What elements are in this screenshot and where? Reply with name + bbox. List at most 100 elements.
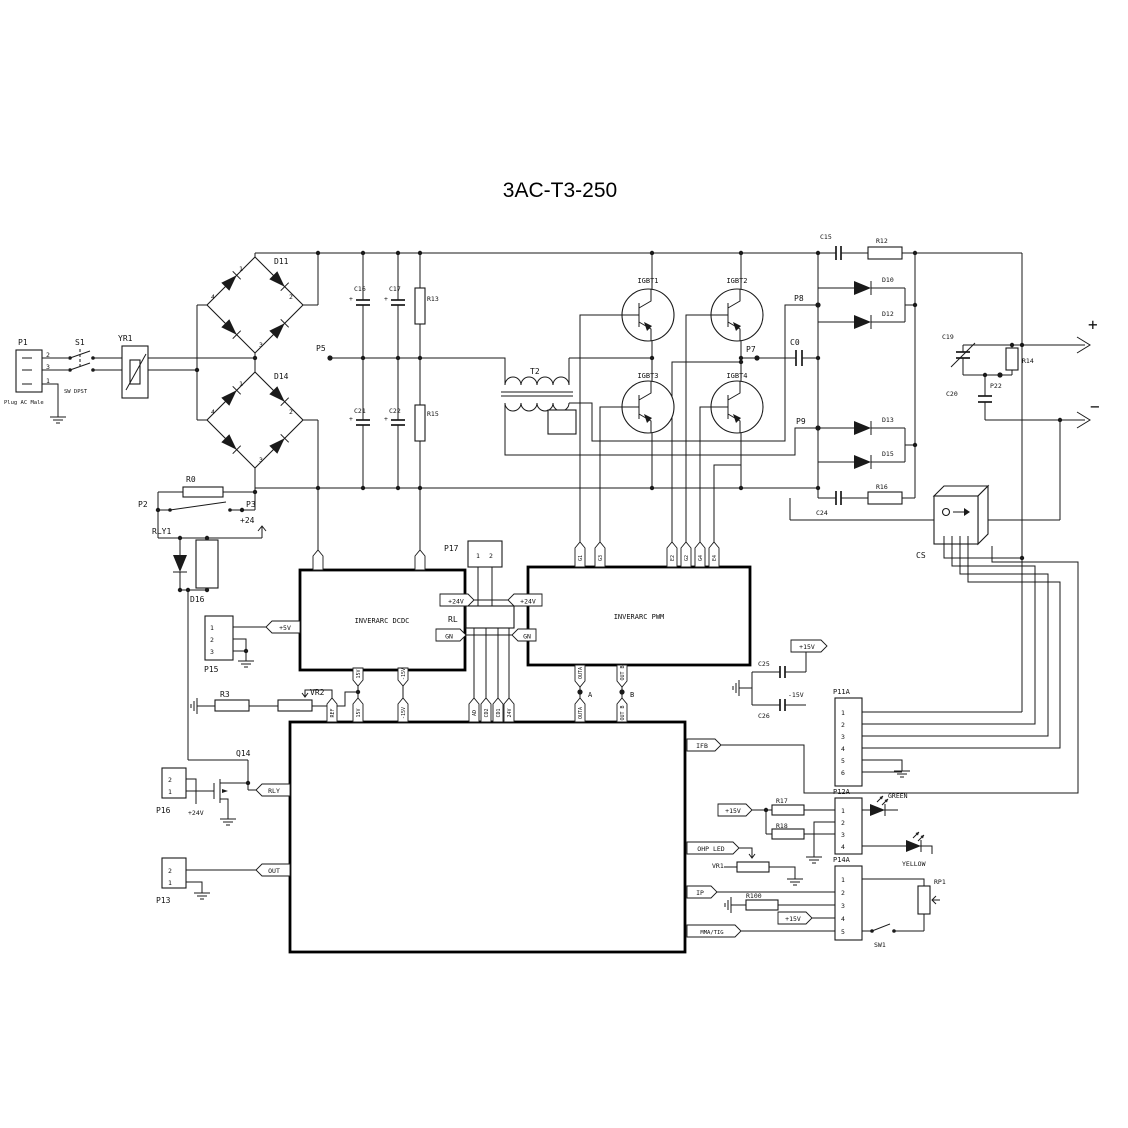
label-d14: D14: [274, 372, 289, 381]
label-p22: P22: [990, 382, 1002, 390]
green-led: [869, 795, 889, 817]
label-p3: P3: [246, 500, 256, 509]
flag-24v: 24V: [507, 708, 513, 717]
p15-pin2: 2: [210, 636, 214, 644]
diode-d12: [853, 314, 872, 330]
label-d12: D12: [882, 310, 894, 318]
p17-pin1: 1: [476, 552, 480, 560]
flag-e2: E2: [670, 555, 676, 561]
components: [15, 246, 1019, 954]
label-cs: CS: [916, 551, 926, 560]
flag-ref: REF: [330, 708, 336, 717]
transformer-t2: [501, 376, 577, 435]
label-r12: R12: [876, 237, 888, 245]
label-r0: R0: [186, 475, 196, 484]
diode-d16: [172, 554, 188, 573]
bus-tap-tag: [414, 549, 426, 571]
label-pin2: 2: [46, 351, 50, 359]
label-dcdc-block: INVERARC DCDC: [355, 617, 410, 625]
signal-flags: +5V +24V +24V GN GN 15V -15V G1 G3 E2 G2…: [255, 541, 828, 938]
p14a-pin2: 2: [841, 889, 845, 897]
bridge-d11: [206, 256, 304, 354]
label-rly1: RLY1: [152, 527, 171, 536]
flag-g2: G2: [684, 555, 690, 561]
ground-symbol: [237, 655, 255, 668]
label-b: B: [630, 691, 634, 699]
diode-d13: [853, 420, 872, 436]
flag-out: OUT: [268, 867, 280, 875]
label-p17: P17: [444, 544, 459, 553]
p11a-pin4: 4: [841, 745, 845, 753]
label-p12a: P12A: [833, 788, 851, 796]
label-p16: P16: [156, 806, 171, 815]
flag-outb: OUT B: [620, 705, 626, 720]
label-p13: P13: [156, 896, 171, 905]
label-r17: R17: [776, 797, 788, 805]
label-t2: T2: [530, 367, 540, 376]
bus-tap-tag: [312, 549, 324, 571]
connector-p11a: [834, 697, 863, 787]
label-r16: R16: [876, 483, 888, 491]
label-p7: P7: [746, 345, 756, 354]
label-d16: D16: [190, 595, 205, 604]
p15-pin1: 1: [210, 624, 214, 632]
connector-p16: [161, 767, 187, 799]
label-plus: +: [349, 295, 353, 303]
resistor-r18: [771, 828, 805, 840]
label-c26: C26: [758, 712, 770, 720]
p14a-pin5: 5: [841, 928, 845, 936]
connector-p15: [204, 615, 234, 661]
ground-symbol: [190, 697, 203, 715]
ground-symbol: [193, 887, 211, 900]
label-output-plus: +: [1088, 315, 1098, 334]
label-green: GREEN: [888, 792, 908, 800]
flag-plus5v: +5V: [279, 624, 291, 632]
wires: [42, 252, 1091, 932]
label-igbt2: IGBT2: [726, 277, 747, 285]
main-control-board-block: [288, 720, 687, 954]
p16-pin1: 1: [168, 788, 172, 796]
resistor-r13: [414, 287, 426, 325]
label-p2: P2: [138, 500, 148, 509]
schematic-title: 3AC-T3-250: [503, 179, 617, 202]
label-c15: C15: [820, 233, 832, 241]
label-c20: C20: [946, 390, 958, 398]
flag-plus15v: +15V: [725, 807, 741, 815]
igbt1-symbol: [621, 288, 675, 342]
label-p11a: P11A: [833, 688, 851, 696]
p17-pin2: 2: [489, 552, 493, 560]
p11a-pin6: 6: [841, 769, 845, 777]
flag-rly: RLY: [268, 787, 280, 795]
flag-minus15v: -15V: [401, 668, 407, 680]
flag-ifb: IFB: [696, 742, 708, 750]
label-plus: +: [349, 415, 353, 423]
ground-symbol: [786, 873, 804, 886]
resistor-r17: [771, 804, 805, 816]
flag-plus15v: +15V: [799, 643, 815, 651]
p13-pin2: 2: [168, 867, 172, 875]
flag-gn: GN: [445, 633, 453, 641]
flag-cd2: CD2: [484, 708, 490, 717]
label-plus24v: +24V: [188, 809, 204, 817]
label-r13: R13: [427, 295, 439, 303]
potentiometer-vr1: [736, 861, 770, 873]
flag-outa: OUTA: [578, 667, 584, 679]
label-r15: R15: [427, 410, 439, 418]
label-c25: C25: [758, 660, 770, 668]
label-p8: P8: [794, 294, 804, 303]
label-c17: C17: [389, 285, 401, 293]
relay-coil-rly1: [195, 539, 219, 589]
resistor-r12: [867, 246, 903, 260]
ground-symbol: [893, 765, 911, 778]
flag-15v: 15V: [356, 669, 362, 678]
flag-15v: 15V: [356, 708, 362, 717]
label-igbt4: IGBT4: [726, 372, 747, 380]
p12a-pin2: 2: [841, 819, 845, 827]
label-c0: C0: [790, 338, 800, 347]
label-yellow: YELLOW: [902, 860, 926, 868]
p14a-pin1: 1: [841, 876, 845, 884]
varistor-yr1: [121, 345, 149, 399]
p12a-pin3: 3: [841, 831, 845, 839]
label-c24: C24: [816, 509, 828, 517]
